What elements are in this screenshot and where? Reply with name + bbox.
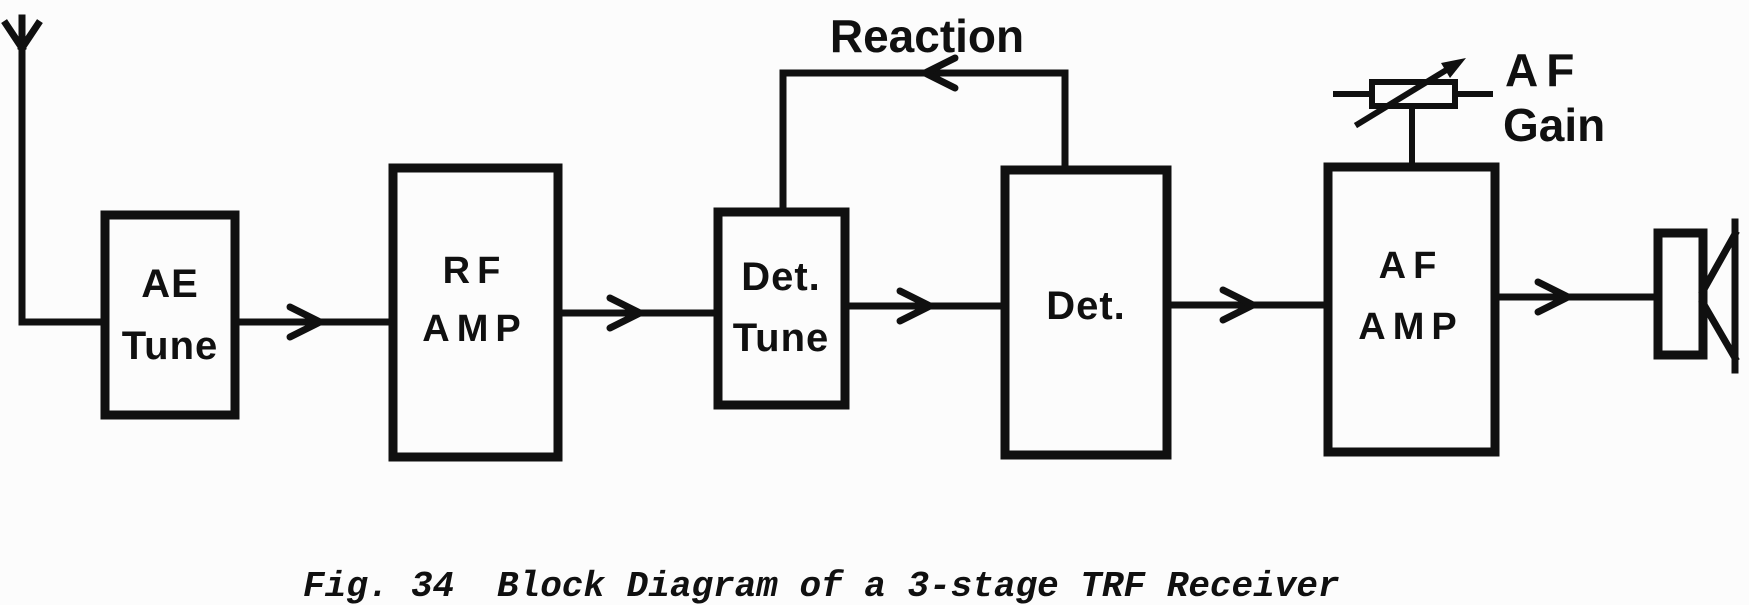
antenna-icon xyxy=(1,14,109,326)
arrowhead-right-icon xyxy=(286,303,324,341)
af-amp-label-line2: AMP xyxy=(1358,306,1463,348)
rf-amp-label-line2: AMP xyxy=(422,308,527,350)
det-tune-label-line2: Tune xyxy=(733,316,830,360)
wire-det-tune-to-det xyxy=(841,287,1009,325)
wire-det-to-af-amp xyxy=(1163,286,1332,324)
block-det: Det. xyxy=(1000,165,1172,460)
arrowhead-left-icon xyxy=(921,54,959,92)
af-gain-potentiometer-icon: AF Gain xyxy=(1333,44,1605,170)
feedback-reaction-path: Reaction xyxy=(779,10,1069,216)
block-ae-tune: AE Tune xyxy=(100,210,240,420)
rf-amp-label-line1: RF xyxy=(443,250,508,292)
det-label: Det. xyxy=(1046,284,1126,328)
figure-caption: Fig. 34 Block Diagram of a 3-stage TRF R… xyxy=(303,566,1340,605)
arrowhead-right-icon xyxy=(896,287,934,325)
af-gain-label-line1: AF xyxy=(1505,44,1582,96)
pot-wiper-arrow-shaft xyxy=(1353,64,1453,129)
reaction-label: Reaction xyxy=(830,10,1024,62)
caption-figure-number: Fig. 34 xyxy=(303,566,454,605)
wire-ae-tune-to-rf-amp xyxy=(231,303,397,341)
arrowhead-right-icon xyxy=(606,294,644,332)
ae-tune-label-line2: Tune xyxy=(122,324,219,368)
af-amp-label-line1: AF xyxy=(1379,245,1444,287)
caption-title: Block Diagram of a 3-stage TRF Receiver xyxy=(497,566,1340,605)
wire-af-amp-to-speaker xyxy=(1491,278,1662,316)
ae-tune-label-line1: AE xyxy=(141,262,199,306)
block-af-amp: AF AMP xyxy=(1323,162,1500,457)
arrowhead-right-icon xyxy=(1219,286,1257,324)
arrowhead-right-icon xyxy=(1534,278,1572,316)
pot-wiper-arrowhead-icon xyxy=(1441,58,1466,78)
af-gain-label-line2: Gain xyxy=(1503,99,1605,151)
block-det-tune: Det. Tune xyxy=(713,207,850,410)
block-rf-amp: RF AMP xyxy=(388,163,563,462)
loudspeaker-icon xyxy=(1653,218,1740,374)
wire-rf-amp-to-det-tune xyxy=(554,294,722,332)
det-tune-label-line1: Det. xyxy=(741,255,821,299)
